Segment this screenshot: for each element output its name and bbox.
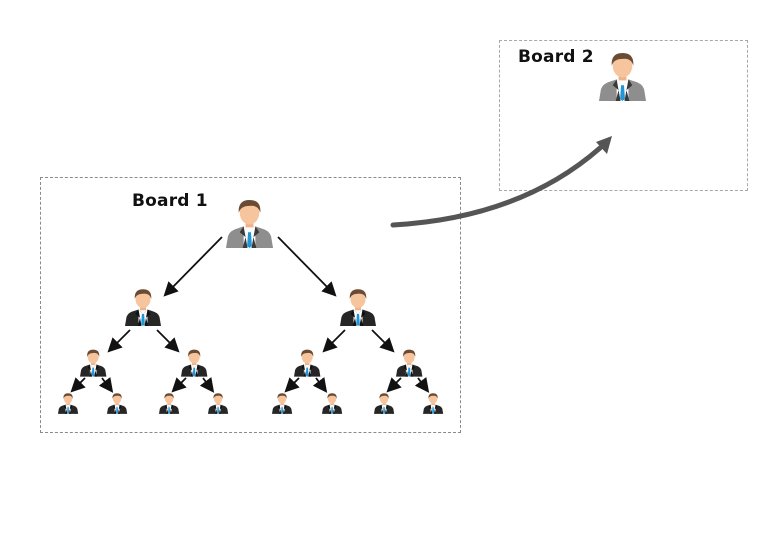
level-4-person-icon [272, 393, 293, 414]
level-3-person-icon [396, 349, 423, 377]
board-1-root-person-icon [226, 199, 274, 248]
board-1-label: Board 1 [132, 191, 208, 211]
level-3-person-icon [181, 349, 208, 377]
board-2-label: Board 2 [518, 47, 594, 67]
tree-connectors [70, 236, 430, 393]
board-2-frame [499, 40, 748, 191]
level-4-person-icon [374, 393, 395, 414]
level-4-person-icon [208, 393, 229, 414]
level-3-person-icon [80, 349, 107, 377]
level-2-person-icon [340, 289, 376, 326]
level-2-person-icon [125, 289, 161, 326]
board-1-frame [40, 177, 461, 433]
transition-arrow [390, 136, 612, 228]
level-4-person-icon [423, 393, 444, 414]
level-4-person-icon [58, 393, 79, 414]
level-4-person-icon [107, 393, 128, 414]
level-4-person-icon [159, 393, 180, 414]
level-3-person-icon [294, 349, 321, 377]
board-2-root-person-icon [599, 52, 647, 101]
level-4-person-icon [322, 393, 343, 414]
